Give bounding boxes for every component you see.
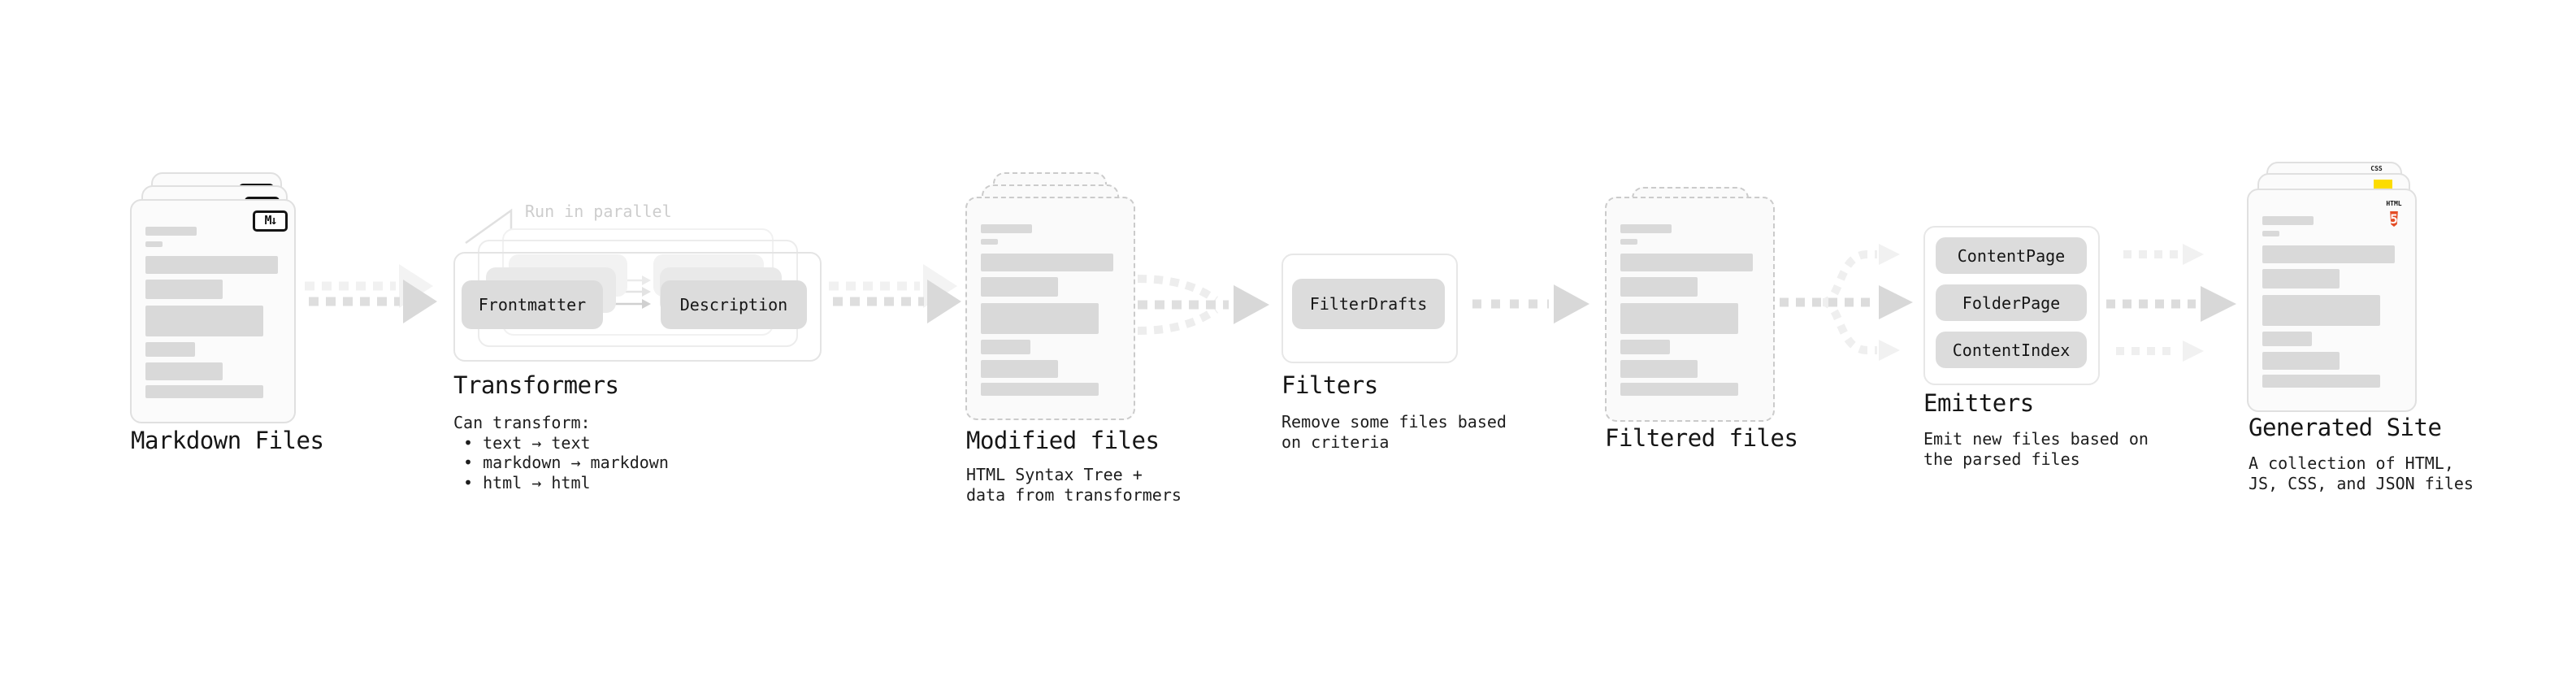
placeholder-line (145, 227, 197, 236)
annotation-leader-line (465, 208, 513, 245)
arrow-transformers-to-modified (829, 264, 961, 323)
placeholder-line (1620, 239, 1637, 245)
transformers-box (453, 252, 822, 362)
filters-box (1281, 254, 1458, 363)
emitters-box (1923, 226, 2100, 385)
placeholder-line (2262, 245, 2395, 263)
placeholder-line (145, 342, 195, 357)
transformers-notes: Can transform: • text → text • markdown … (453, 413, 669, 492)
placeholder-line (145, 256, 278, 274)
arrow-markdown-to-transformers (305, 264, 437, 323)
placeholder-line (981, 224, 1032, 233)
emitters-label: Emitters (1923, 389, 2034, 417)
filters-label: Filters (1281, 371, 1378, 399)
placeholder-line (981, 303, 1099, 334)
note-line: data from transformers (966, 485, 1182, 505)
arrow-filters-to-filtered (1472, 284, 1589, 323)
markdown-files-stack: M↓ M↓ M↓ (130, 172, 296, 423)
generated-site-notes: A collection of HTML, JS, CSS, and JSON … (2249, 453, 2474, 494)
placeholder-line (2262, 295, 2380, 326)
arrow-modified-to-filters (1137, 275, 1269, 335)
placeholder-line (145, 385, 263, 398)
modified-files-notes: HTML Syntax Tree + data from transformer… (966, 465, 1182, 505)
placeholder-line (2262, 375, 2380, 388)
note-line: Can transform: (453, 413, 591, 432)
note-line: • text → text (463, 432, 591, 453)
filters-notes: Remove some files based on criteria (1281, 412, 1507, 453)
placeholder-line (981, 239, 998, 245)
placeholder-line (981, 277, 1058, 297)
markdown-icon: M↓ (253, 210, 288, 232)
emitter-contentindex-pill: ContentIndex (1936, 332, 2087, 368)
run-in-parallel-annotation: Run in parallel (525, 202, 672, 221)
transformers-label: Transformers (453, 371, 619, 399)
emitter-contentpage-pill: ContentPage (1936, 237, 2087, 274)
note-line: on criteria (1281, 432, 1390, 452)
emitters-notes: Emit new files based on the parsed files (1923, 429, 2149, 470)
transformer-frontmatter-pill: Frontmatter (462, 280, 603, 329)
placeholder-line (145, 362, 223, 380)
file-card-front (1605, 197, 1775, 422)
file-card-front: HTML 5 (2247, 189, 2417, 412)
placeholder-line (1620, 224, 1672, 233)
note-line: • markdown → markdown (463, 453, 669, 472)
placeholder-line (1620, 383, 1738, 396)
filter-drafts-pill: FilterDrafts (1292, 279, 1445, 329)
placeholder-line (1620, 254, 1753, 271)
placeholder-line (2262, 269, 2340, 288)
note-line: Emit new files based on (1923, 429, 2149, 449)
modified-files-stack (965, 172, 1135, 420)
placeholder-line (145, 241, 163, 247)
note-line: • html → html (463, 472, 591, 492)
transformer-description-pill: Description (661, 280, 807, 329)
placeholder-line (2262, 231, 2279, 236)
generated-site-stack: CSS HTML 5 (2247, 162, 2417, 412)
html5-icon: HTML 5 (2386, 200, 2402, 227)
file-card-front: M↓ (130, 199, 296, 423)
placeholder-line (2262, 216, 2314, 225)
placeholder-line (981, 254, 1113, 271)
note-line: JS, CSS, and JSON files (2249, 474, 2474, 493)
placeholder-line (2262, 352, 2340, 370)
placeholder-line (1620, 360, 1698, 378)
note-line: the parsed files (1923, 449, 2080, 469)
placeholder-line (2262, 332, 2312, 346)
generated-site-label: Generated Site (2249, 414, 2442, 441)
placeholder-line (981, 340, 1030, 354)
filtered-files-label: Filtered files (1605, 424, 1798, 452)
placeholder-line (1620, 340, 1670, 354)
note-line: HTML Syntax Tree + (966, 465, 1143, 484)
arrow-filtered-to-emitters (1780, 244, 1913, 361)
emitter-folderpage-pill: FolderPage (1936, 284, 2087, 321)
placeholder-line (145, 280, 223, 299)
markdown-files-label: Markdown Files (131, 427, 324, 454)
file-card-front (965, 197, 1135, 420)
arrow-emitters-to-site (2106, 244, 2236, 362)
placeholder-line (981, 360, 1058, 378)
css-icon: CSS (2370, 165, 2383, 172)
note-line: A collection of HTML, (2249, 453, 2454, 473)
note-line: Remove some files based (1281, 412, 1507, 432)
placeholder-line (1620, 303, 1738, 334)
placeholder-line (145, 306, 263, 336)
modified-files-label: Modified files (966, 427, 1160, 454)
placeholder-line (1620, 277, 1698, 297)
placeholder-line (981, 383, 1099, 396)
filtered-files-stack (1605, 187, 1775, 422)
